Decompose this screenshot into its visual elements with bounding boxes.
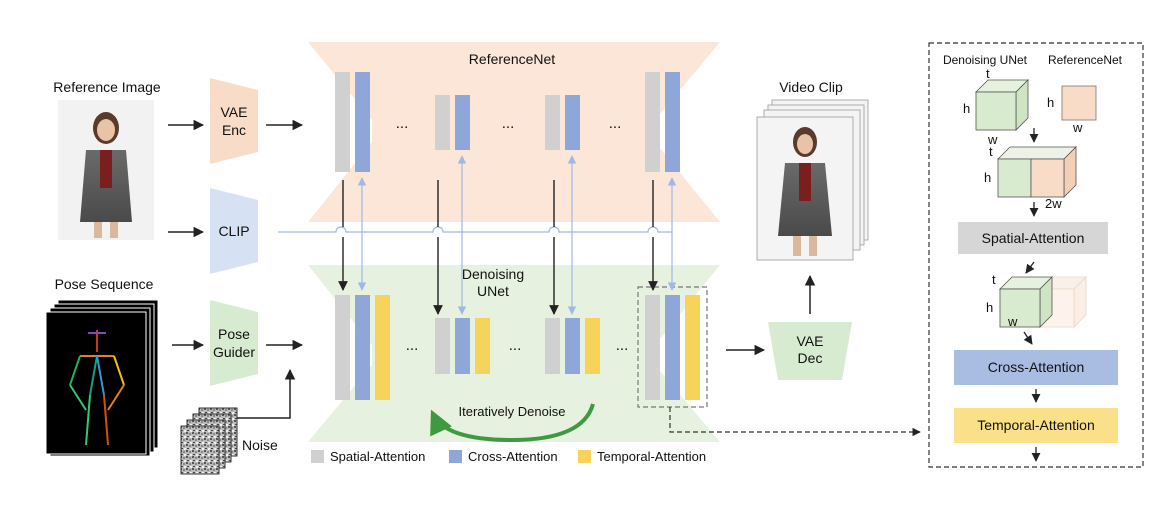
- den-cross-block-2: [455, 318, 470, 374]
- den-temporal-block-4: [685, 295, 700, 400]
- pose-sequence-stack: [45, 299, 159, 457]
- cube1-t: t: [986, 66, 990, 81]
- den-ellipsis-2: ...: [509, 337, 522, 354]
- denoising-feature-cube: [975, 79, 1029, 131]
- vae-enc-line1: VAE: [221, 104, 248, 120]
- ref-ellipsis-2: ...: [502, 115, 515, 132]
- den-spatial-block-3: [545, 318, 560, 374]
- vae-enc-line2: Enc: [222, 122, 246, 138]
- referencenet-blocks: [335, 72, 680, 172]
- ref-ellipsis-3: ...: [609, 115, 622, 132]
- legend-temporal-label: Temporal-Attention: [597, 449, 706, 464]
- cube3-h: h: [986, 300, 993, 315]
- ref-ellipsis-1: ...: [396, 115, 409, 132]
- ref-cross-block-1: [355, 72, 370, 172]
- pose-guider-line1: Pose: [218, 326, 250, 342]
- detail-title-referencenet: ReferenceNet: [1048, 53, 1123, 67]
- iteratively-denoise-label: Iteratively Denoise: [459, 404, 566, 419]
- pose-skeleton: [69, 330, 125, 446]
- den-cross-block-4: [665, 295, 680, 400]
- denoising-title-line2: UNet: [477, 283, 509, 299]
- noise-stack: [180, 407, 238, 475]
- cube1-w: w: [987, 132, 998, 147]
- den-temporal-block-1: [375, 295, 390, 400]
- legend-spatial-label: Spatial-Attention: [330, 449, 425, 464]
- cube3-t: t: [992, 272, 996, 287]
- reference-image-label: Reference Image: [53, 79, 161, 95]
- refmap-h: h: [1047, 95, 1054, 110]
- legend-temporal-swatch: [578, 450, 591, 463]
- den-ellipsis-3: ...: [616, 337, 629, 354]
- cube2-h: h: [984, 170, 991, 185]
- detail-spatial-attention-box: [958, 222, 1108, 254]
- den-cross-block-1: [355, 295, 370, 400]
- detail-temporal-attention-label: Temporal-Attention: [977, 417, 1095, 433]
- legend-spatial-swatch: [311, 450, 324, 463]
- denoising-unet-body: [308, 265, 720, 442]
- video-clip-stack: [756, 99, 869, 261]
- den-cross-block-3: [565, 318, 580, 374]
- pose-guider-line2: Guider: [213, 344, 255, 360]
- ref-spatial-block-4: [645, 72, 660, 172]
- referencenet-feature-map: [1061, 85, 1097, 121]
- vae-encoder: VAE Enc: [210, 78, 258, 164]
- legend-cross-swatch: [449, 450, 462, 463]
- pose-guider: Pose Guider: [210, 300, 258, 386]
- split-feature-cube: [999, 276, 1087, 328]
- detail-title-denoising: Denoising UNet: [943, 53, 1028, 67]
- cube2-2w: 2w: [1045, 196, 1062, 211]
- ref-spatial-block-3: [545, 95, 560, 150]
- pose-sequence-label: Pose Sequence: [55, 276, 154, 292]
- refmap-w: w: [1072, 120, 1083, 135]
- referencenet-title: ReferenceNet: [469, 51, 555, 67]
- concatenated-feature-cube: [997, 146, 1077, 198]
- cube3-w: w: [1007, 314, 1018, 329]
- ref-spatial-block-2: [435, 95, 450, 150]
- cube1-h: h: [963, 101, 970, 116]
- den-spatial-block-1: [335, 295, 350, 400]
- denoising-blocks: [335, 295, 700, 400]
- denoising-title-line1: Denoising: [462, 266, 524, 282]
- vae-dec-line2: Dec: [798, 350, 823, 366]
- reference-image: [58, 100, 154, 240]
- den-spatial-block-4: [645, 295, 660, 400]
- ref-cross-block-4: [665, 72, 680, 172]
- vae-dec-line1: VAE: [797, 333, 824, 349]
- detail-cross-attention-box: [954, 350, 1118, 385]
- detail-temporal-attention-box: [954, 408, 1118, 443]
- ref-cross-block-2: [455, 95, 470, 150]
- detail-cross-attention-label: Cross-Attention: [988, 359, 1084, 375]
- legend-cross-label: Cross-Attention: [468, 449, 558, 464]
- detail-panel: [928, 42, 1144, 468]
- referencenet-body: [308, 42, 720, 222]
- clip-encoder: CLIP: [210, 188, 258, 274]
- den-spatial-block-2: [435, 318, 450, 374]
- vae-decoder: VAE Dec: [768, 322, 852, 380]
- den-temporal-block-2: [475, 318, 490, 374]
- iterative-denoise-arc: [430, 403, 595, 443]
- ref-cross-block-3: [565, 95, 580, 150]
- cube2-t: t: [989, 144, 993, 159]
- clip-broadcast-line: [278, 226, 672, 233]
- noise-label: Noise: [242, 437, 278, 453]
- ref-spatial-block-1: [335, 72, 350, 172]
- video-clip-label: Video Clip: [779, 79, 843, 95]
- den-temporal-block-3: [585, 318, 600, 374]
- den-ellipsis-1: ...: [406, 337, 419, 354]
- legend: Spatial-Attention Cross-Attention Tempor…: [311, 449, 706, 464]
- clip-label: CLIP: [218, 223, 249, 239]
- detail-spatial-attention-label: Spatial-Attention: [982, 230, 1085, 246]
